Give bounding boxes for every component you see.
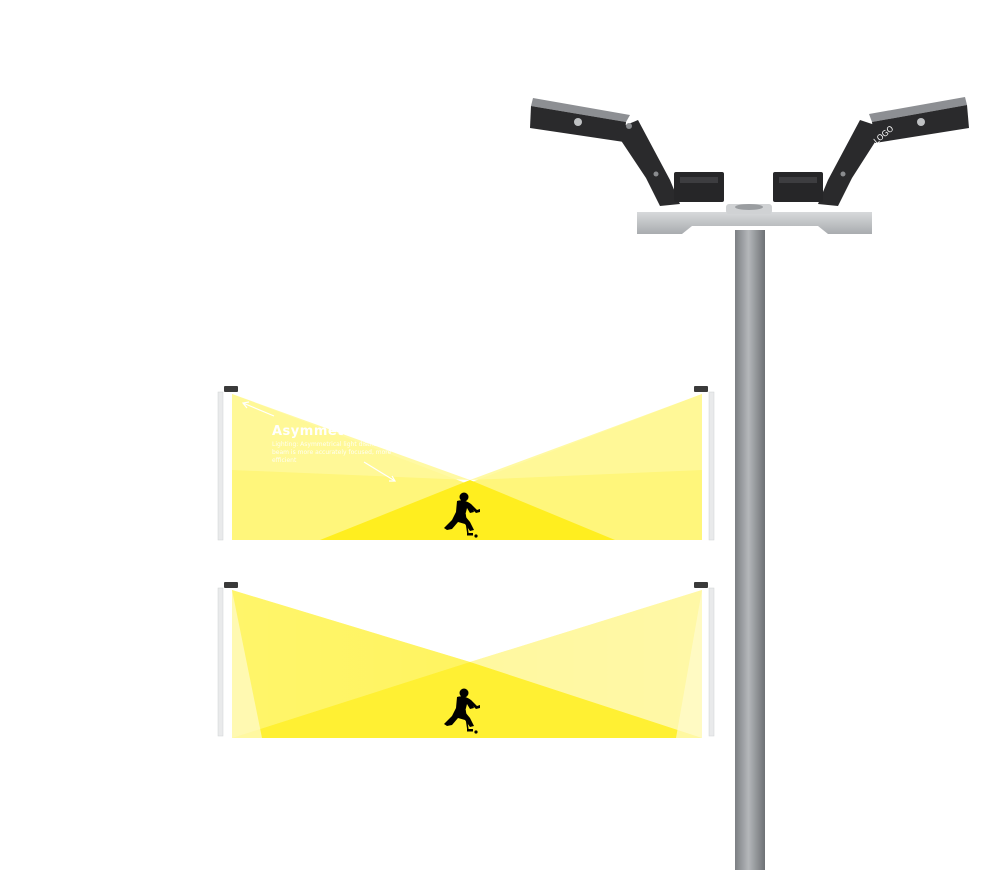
beam-core-top xyxy=(320,480,615,540)
right-driver-box xyxy=(773,172,823,202)
left-mast-bottom xyxy=(217,587,224,737)
right-driver-detail xyxy=(779,177,817,183)
edge-glow-right xyxy=(676,590,702,738)
right-mast-top xyxy=(708,391,715,541)
left-mast-top xyxy=(217,391,224,541)
left-lamp-knob xyxy=(574,118,582,126)
right-mini-fixture-top xyxy=(694,386,708,392)
right-lamp-lens xyxy=(869,97,967,122)
direction-arrow-upper xyxy=(241,401,275,417)
hockey-player-bottom xyxy=(444,688,480,734)
left-driver-box xyxy=(674,172,724,202)
light-pole xyxy=(637,204,872,870)
beam-left-upper-top xyxy=(232,394,470,480)
left-arm-bolt-1 xyxy=(626,123,632,129)
left-lamp-lens xyxy=(531,98,630,122)
pole-shaft xyxy=(735,230,765,870)
right-lamp-knob xyxy=(917,118,925,126)
right-mast-bottom xyxy=(708,587,715,737)
asymmetrical-lighting-panel xyxy=(217,386,715,541)
symmetrical-lighting-panel xyxy=(217,582,715,738)
hockey-player-top xyxy=(444,492,480,538)
left-floodlight-fixture xyxy=(530,98,724,206)
beam-left-upper-bottom xyxy=(232,590,470,738)
left-arm-bolt-2 xyxy=(653,171,659,177)
beam-right-upper-top xyxy=(470,394,702,480)
left-lamp-arm xyxy=(614,120,680,206)
direction-arrow-lower xyxy=(363,461,397,482)
crossarm xyxy=(637,212,872,234)
left-driver-detail xyxy=(680,177,718,183)
right-floodlight-fixture: LOGO xyxy=(773,97,969,206)
edge-glow-left xyxy=(232,590,262,738)
left-mini-fixture-top xyxy=(224,386,238,392)
right-mini-fixture-bottom xyxy=(694,582,708,588)
right-lamp-arm xyxy=(818,120,884,206)
beam-right-upper-bottom xyxy=(470,590,702,738)
right-arm-bolt xyxy=(840,171,846,177)
pole-cap xyxy=(735,204,763,210)
left-mini-fixture-bottom xyxy=(224,582,238,588)
